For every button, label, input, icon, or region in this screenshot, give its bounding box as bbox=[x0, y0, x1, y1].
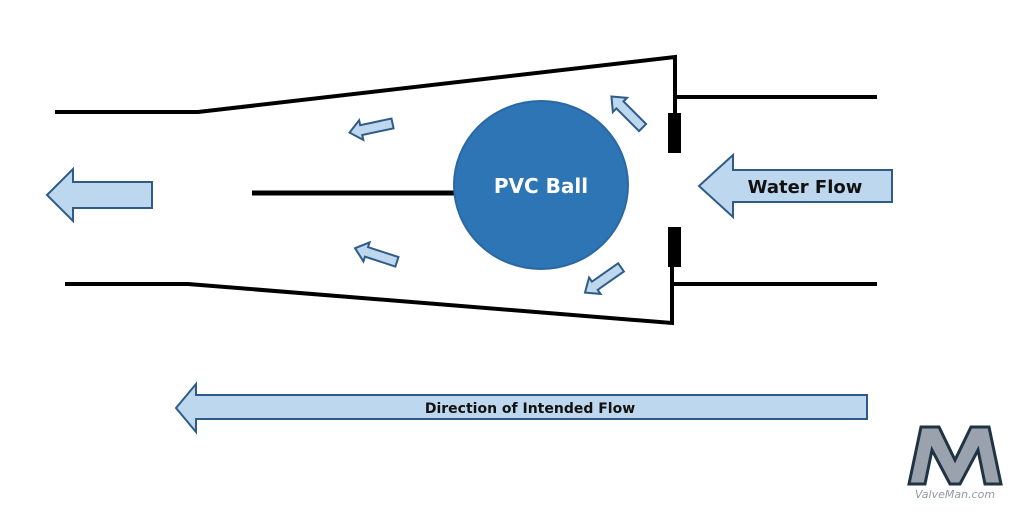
water-flow-arrow bbox=[697, 152, 893, 220]
pvc-ball-label: PVC Ball bbox=[494, 174, 588, 198]
small-flow-arrow-upper-left bbox=[347, 117, 395, 142]
water-flow-label: Water Flow bbox=[748, 177, 863, 198]
lower-valve-seat bbox=[668, 227, 681, 267]
logo-m-mark bbox=[907, 425, 1003, 486]
valveman-logo: ValveMan.com bbox=[907, 425, 1003, 501]
outlet-flow-arrow bbox=[45, 166, 153, 224]
upper-valve-seat bbox=[668, 113, 681, 153]
lower-left-pipe-wall bbox=[65, 238, 674, 326]
intended-flow-label: Direction of Intended Flow bbox=[425, 401, 635, 417]
intended-flow-arrow bbox=[174, 381, 868, 435]
valve-body bbox=[55, 54, 877, 326]
small-flow-arrow-upper-right bbox=[610, 95, 648, 133]
logo-text: ValveMan.com bbox=[915, 488, 995, 501]
small-flow-arrow-lower-left bbox=[353, 240, 400, 268]
upper-left-pipe-wall bbox=[55, 54, 677, 152]
small-flow-arrow-lower-right bbox=[583, 261, 626, 296]
pvc-ball bbox=[453, 100, 629, 270]
